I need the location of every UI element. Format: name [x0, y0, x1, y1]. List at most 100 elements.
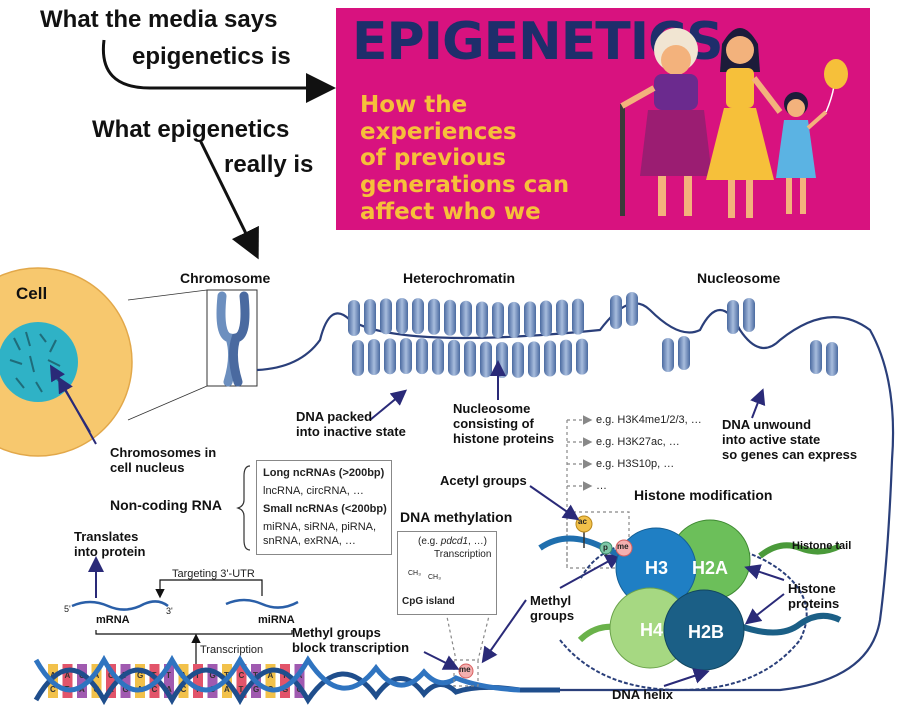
five-prime-label: 5': [64, 604, 71, 614]
base-pair-bar: [164, 664, 174, 698]
mirna-label: miRNA: [258, 614, 295, 626]
example-suffix: , …): [468, 536, 487, 547]
banner-subtitle-line: How the experiences: [360, 92, 517, 145]
heterochromatin-disc: [492, 301, 504, 338]
dna-helix-label: DNA helix: [612, 687, 673, 702]
me-marker-bottom: [458, 663, 474, 679]
base-pair-bar: [280, 664, 290, 698]
label-line: cell nucleus: [110, 459, 185, 475]
base-letter: T: [253, 671, 258, 680]
h2a-label: H2A: [692, 558, 729, 578]
histone-proteins-label: Histone proteins: [788, 581, 840, 612]
base-letter: A: [268, 671, 274, 680]
heterochromatin-disc: [540, 300, 552, 337]
label-line: histone proteins: [453, 430, 555, 446]
base-letter: C: [181, 685, 187, 694]
heterochromatin-disc: [448, 339, 460, 376]
ncrna-small-items-2: snRNA, exRNA, …: [263, 535, 356, 547]
banner-subtitle-line: affect who we are: [360, 198, 541, 230]
methyl-groups-arrow-2: [559, 554, 622, 589]
really-line1: What epigenetics: [92, 116, 290, 143]
heterochromatin-disc: [368, 339, 380, 376]
heterochromatin-disc: [416, 338, 428, 375]
banner-subtitle-line: of previous: [360, 145, 506, 172]
label-line: block transcription: [292, 639, 410, 655]
heterochromatin-disc: [560, 339, 572, 376]
heterochromatin-disc: [432, 338, 444, 375]
cell-drawing: [0, 267, 133, 457]
transcription-label: Transcription: [200, 644, 264, 656]
grandmother-figure: [620, 28, 712, 216]
base-pair-bar: [193, 664, 203, 698]
base-letter: T: [166, 671, 171, 680]
ch3-label: CH₃: [408, 570, 421, 577]
nucleosome-label: Nucleosome: [697, 270, 781, 286]
base-letter: A: [224, 685, 230, 694]
cpg-island-label: CpG island: [402, 596, 455, 607]
cell-label: Cell: [16, 284, 48, 303]
example-gene: pdcd1: [440, 536, 469, 547]
heterochromatin-disc: [364, 299, 376, 336]
base-letter: C: [152, 685, 158, 694]
dna-packed-label: DNA packed into inactive state: [296, 409, 406, 440]
base-letter: C: [108, 671, 114, 680]
heterochromatin-disc: [480, 341, 492, 378]
label-line: proteins: [788, 595, 840, 611]
banner-subtitle-line: generations can: [360, 172, 570, 199]
histone-tail-label: Histone tail: [792, 540, 852, 552]
nucleosome-discs: [610, 292, 838, 376]
mother-figure: [706, 28, 783, 218]
base-pair-bar: [106, 664, 116, 698]
label-line: Nucleosome: [453, 401, 531, 416]
media-says-line1: What the media says: [40, 6, 278, 33]
methylation-transcription: Transcription: [434, 549, 492, 560]
heterochromatin-disc: [576, 338, 588, 375]
mrna-label: mRNA: [96, 614, 130, 626]
heterochromatin-disc: [444, 299, 456, 336]
histone-modification-label: Histone modification: [634, 487, 773, 503]
base-letter: A: [65, 671, 71, 680]
helix-strand-2: [33, 654, 521, 693]
family-illustration: [620, 28, 848, 218]
child-figure: [776, 59, 848, 214]
media-says-line2: epigenetics is: [132, 43, 291, 70]
ncrna-long-title: Long ncRNAs (>200bp): [263, 467, 385, 479]
base-pair-bar: [77, 664, 87, 698]
label-line: Chromosomes in: [110, 445, 217, 460]
histone-mod-3: e.g. H3S10p, …: [596, 458, 675, 470]
heterochromatin-disc: [512, 341, 524, 378]
translates-label: Translates into protein: [74, 529, 146, 560]
histone-complex: [529, 485, 842, 692]
base-pair-bar: [207, 664, 218, 698]
base-letter: G: [210, 671, 216, 680]
heterochromatin-disc: [476, 301, 488, 338]
heterochromatin-disc: [412, 298, 424, 335]
base-pair-bar: [120, 664, 131, 698]
rna-strands: [71, 556, 299, 672]
h2b-label: H2B: [688, 622, 725, 642]
heterochromatin-disc: [572, 298, 584, 335]
base-pair-bar: [236, 664, 247, 698]
heterochromatin-disc: [352, 340, 364, 376]
heterochromatin-disc: [428, 298, 440, 335]
label-line: so genes can express: [722, 446, 858, 462]
label-line: into active state: [722, 431, 821, 447]
targeting-label: Targeting 3'-UTR: [172, 568, 255, 580]
acetyl-groups-label: Acetyl groups: [440, 473, 527, 488]
ncrna-box: Long ncRNAs (>200bp) lncRNA, circRNA, … …: [256, 460, 392, 555]
chromosomes-arrow: [58, 376, 97, 445]
non-coding-rna-label: Non-coding RNA: [110, 497, 222, 513]
heterochromatin-disc: [556, 299, 568, 336]
label-line: into protein: [74, 543, 146, 559]
ncrna-bracket: [236, 465, 251, 551]
label-line: consisting of: [453, 415, 534, 431]
base-letter: C: [239, 671, 245, 680]
heterochromatin-label: Heterochromatin: [403, 270, 516, 286]
me-bottom-label: me: [459, 665, 471, 674]
histone-mod-1: e.g. H3K4me1/2/3, …: [596, 414, 702, 426]
label-line: Translates: [74, 529, 139, 544]
ncrna-small-title: Small ncRNAs (<200bp): [263, 503, 387, 515]
dna-unwound-label: DNA unwound into active state so genes c…: [722, 417, 858, 463]
base-pair-bar: [265, 664, 276, 698]
base-pair-bar: [62, 664, 73, 698]
